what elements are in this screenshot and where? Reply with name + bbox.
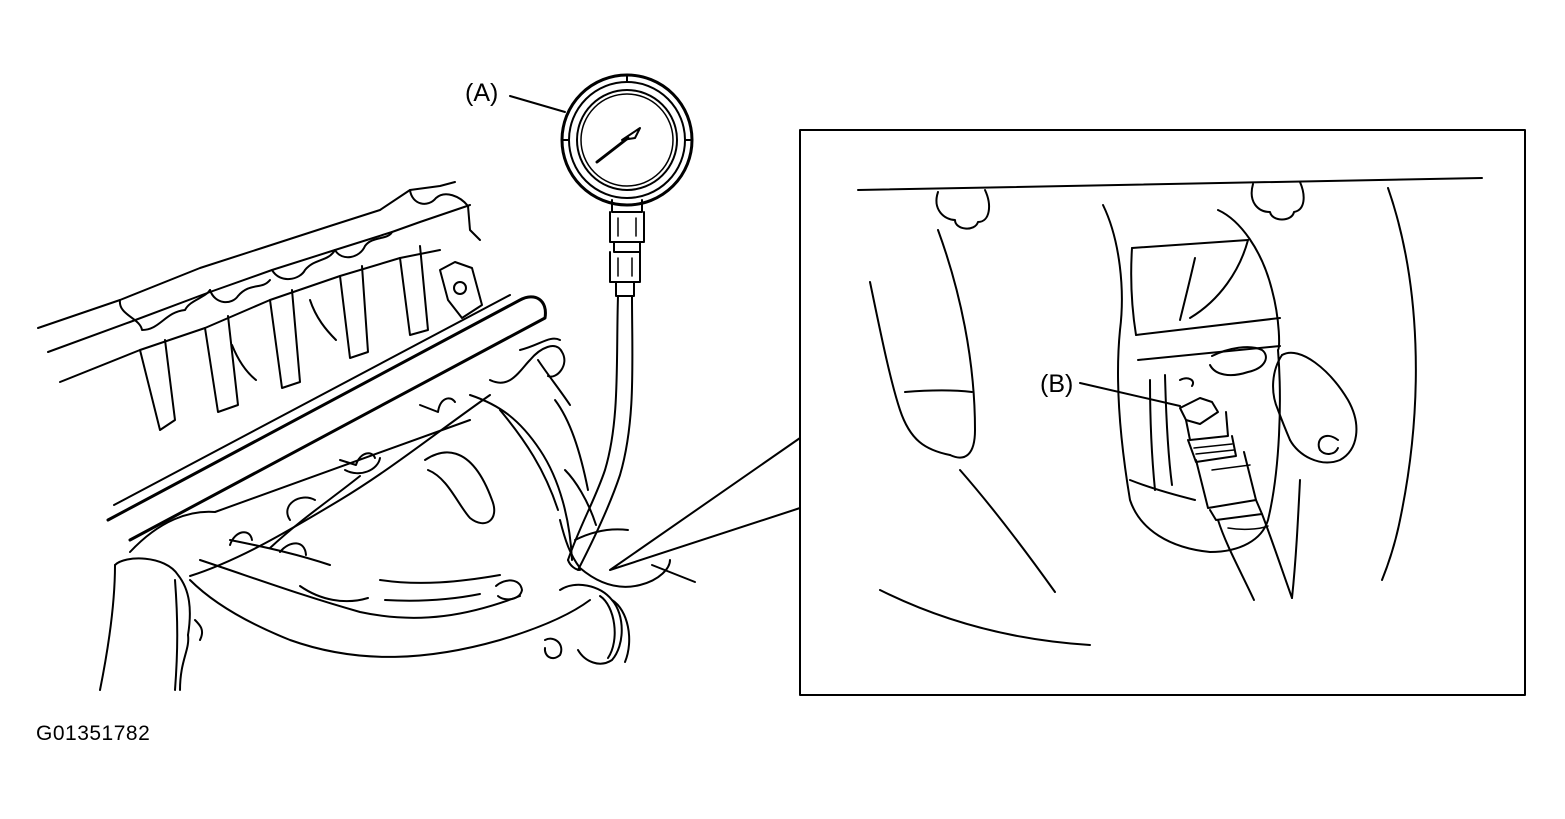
- leader-line-gauge: [509, 95, 566, 113]
- leader-line-adapter: [1079, 382, 1181, 407]
- callout-pointer: [609, 437, 801, 571]
- engine-manifold-drawing: [37, 181, 696, 691]
- label-gauge: (A): [465, 79, 498, 107]
- detail-inset: [799, 129, 1526, 696]
- figure-id: G01351782: [36, 722, 151, 745]
- label-adapter: (B): [1040, 370, 1073, 398]
- compression-gauge-drawing: [560, 73, 694, 571]
